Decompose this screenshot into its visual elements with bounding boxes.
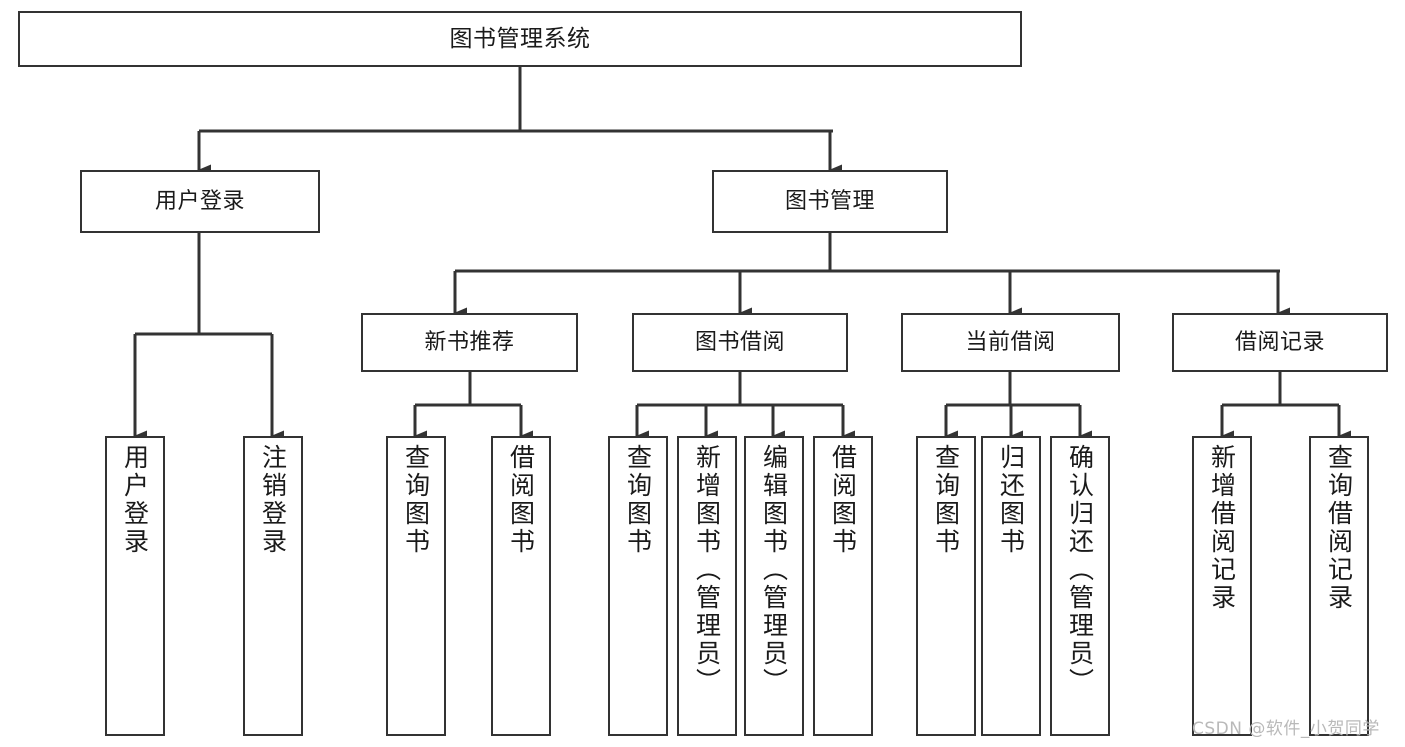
node-label: 图书借阅 — [694, 329, 785, 355]
node-label: 查询图书 — [401, 444, 431, 556]
node-label: 查询借阅记录 — [1324, 444, 1354, 612]
node-label: 借阅图书 — [828, 444, 858, 556]
node-label: 归还图书 — [996, 444, 1026, 556]
node-label: 用户登录 — [154, 188, 245, 214]
leaf-newbook-borrow-book[interactable]: 借阅图书 — [491, 436, 551, 736]
node-current-borrow[interactable]: 当前借阅 — [901, 313, 1120, 372]
node-label: 借阅图书 — [506, 444, 536, 556]
leaf-user-logout[interactable]: 注销登录 — [243, 436, 303, 736]
node-label: 当前借阅 — [965, 329, 1056, 355]
leaf-borrow-add-book-admin[interactable]: 新增图书（管理员） — [677, 436, 737, 736]
node-label: 查询图书 — [931, 444, 961, 556]
node-label: 编辑图书（管理员） — [759, 444, 789, 696]
leaf-user-login[interactable]: 用户登录 — [105, 436, 165, 736]
node-label: 用户登录 — [120, 444, 150, 556]
node-label: 新书推荐 — [424, 329, 515, 355]
node-new-book-recommend[interactable]: 新书推荐 — [361, 313, 578, 372]
leaf-borrow-edit-book-admin[interactable]: 编辑图书（管理员） — [744, 436, 804, 736]
node-label: 注销登录 — [258, 444, 288, 556]
leaf-current-return-book[interactable]: 归还图书 — [981, 436, 1041, 736]
leaf-current-query-book[interactable]: 查询图书 — [916, 436, 976, 736]
node-book-management[interactable]: 图书管理 — [712, 170, 948, 233]
leaf-record-add-record[interactable]: 新增借阅记录 — [1192, 436, 1252, 736]
leaf-borrow-borrow-book[interactable]: 借阅图书 — [813, 436, 873, 736]
leaf-newbook-query-book[interactable]: 查询图书 — [386, 436, 446, 736]
node-label: 新增借阅记录 — [1207, 444, 1237, 612]
node-label: 借阅记录 — [1234, 329, 1325, 355]
node-label: 查询图书 — [623, 444, 653, 556]
node-label: 新增图书（管理员） — [692, 444, 722, 696]
node-borrow-record[interactable]: 借阅记录 — [1172, 313, 1388, 372]
node-label: 图书管理系统 — [449, 25, 591, 52]
leaf-borrow-query-book[interactable]: 查询图书 — [608, 436, 668, 736]
node-label: 确认归还（管理员） — [1065, 444, 1095, 696]
leaf-record-query-record[interactable]: 查询借阅记录 — [1309, 436, 1369, 736]
node-user-login[interactable]: 用户登录 — [80, 170, 320, 233]
leaf-current-confirm-return-admin[interactable]: 确认归还（管理员） — [1050, 436, 1110, 736]
node-root-system[interactable]: 图书管理系统 — [18, 11, 1022, 67]
node-book-borrow[interactable]: 图书借阅 — [632, 313, 848, 372]
node-label: 图书管理 — [784, 188, 875, 214]
